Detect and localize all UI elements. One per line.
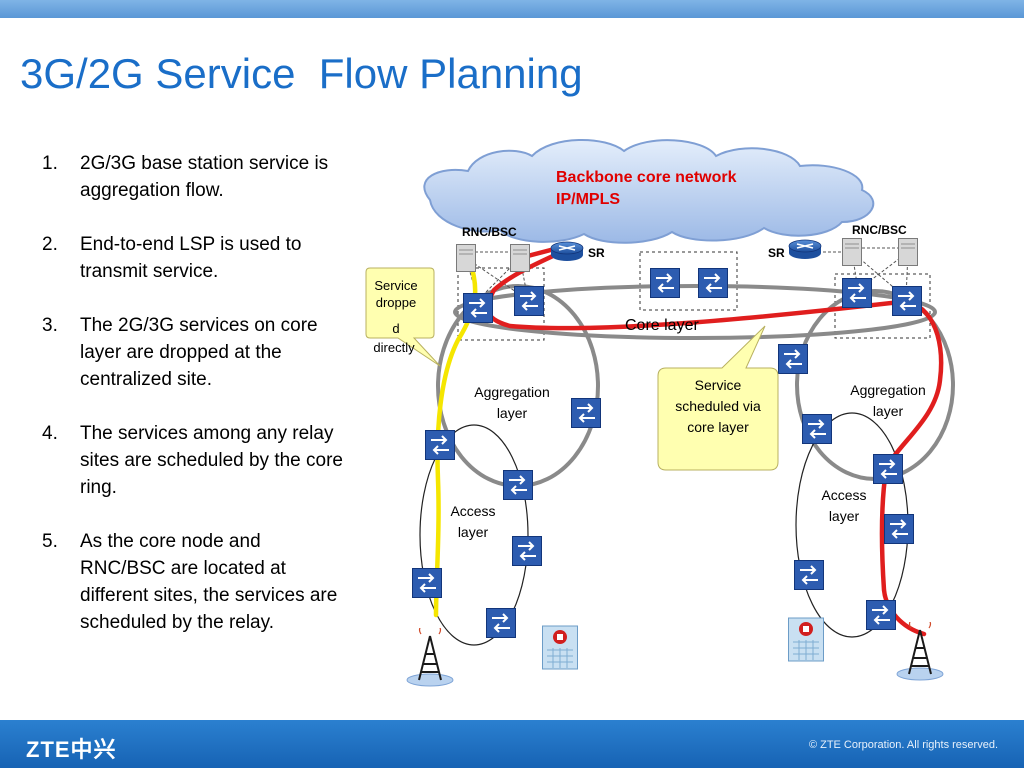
access-layer-label-right-2: layer: [829, 508, 860, 524]
left-site-box: [457, 267, 545, 341]
aggregation-layer-label-left: Aggregation: [474, 384, 550, 400]
aggregation-layer-label-left-2: layer: [497, 405, 528, 421]
switch-icon: [842, 278, 872, 308]
top-band: [0, 0, 1024, 18]
switch-icon: [884, 514, 914, 544]
copyright-text: © ZTE Corporation. All rights reserved.: [808, 739, 998, 751]
list-number: 2.: [42, 234, 58, 255]
footer-bar: ZTE中兴 © ZTE Corporation. All rights rese…: [0, 720, 1024, 768]
building-icon: [788, 617, 824, 662]
callout-scheduled-line: core layer: [687, 419, 749, 435]
core-site-box: [639, 251, 738, 311]
access-layer-label-left-2: layer: [458, 524, 489, 540]
switch-icon: [698, 268, 728, 298]
aggregation-layer-label-right: Aggregation: [850, 382, 926, 398]
zte-logo: ZTE中兴: [26, 737, 117, 762]
sr-router-icon: [788, 239, 822, 260]
callout-scheduled-line: Service: [695, 377, 742, 393]
sr-label-right: SR: [768, 246, 785, 260]
switch-icon: [794, 560, 824, 590]
switch-icon: [425, 430, 455, 460]
callout-service-scheduled: Service scheduled via core layer: [657, 325, 779, 471]
switch-icon: [412, 568, 442, 598]
callout-dropped-line: Service: [374, 278, 417, 293]
rnc-bsc-label-right: RNC/BSC: [852, 223, 907, 237]
switch-icon: [503, 470, 533, 500]
list-text: The 2G/3G services on core layer are dro…: [80, 315, 318, 390]
switch-icon: [650, 268, 680, 298]
backbone-label: Backbone core network: [556, 169, 737, 186]
list-number: 5.: [42, 531, 58, 552]
switch-icon: [463, 293, 493, 323]
aggregation-layer-label-right-2: layer: [873, 403, 904, 419]
core-layer-label: Core layer: [625, 317, 699, 334]
switch-icon: [892, 286, 922, 316]
sr-router-icon: [550, 241, 584, 262]
rnc-bsc-server-icon: [898, 238, 918, 266]
switch-icon: [571, 398, 601, 428]
switch-icon: [486, 608, 516, 638]
list-text: End-to-end LSP is used to transmit servi…: [80, 234, 302, 282]
switch-icon: [778, 344, 808, 374]
backbone-cloud: [423, 138, 875, 244]
access-layer-label-left: Access: [450, 503, 495, 519]
building-icon: [542, 625, 578, 670]
callout-dropped-line: d: [392, 321, 399, 336]
network-diagram: Backbone core network IP/MPLS: [365, 138, 955, 687]
backbone-protocol-label: IP/MPLS: [556, 191, 620, 208]
list-item: 5. As the core node and RNC/BSC are locat…: [42, 528, 348, 636]
list-item: 3. The 2G/3G services on core layer are d…: [42, 312, 348, 393]
steps-list: 1. 2G/3G base station service is aggregat…: [42, 150, 348, 663]
rnc-bsc-server-icon: [456, 244, 476, 272]
rnc-bsc-server-icon: [842, 238, 862, 266]
list-item: 1. 2G/3G base station service is aggregat…: [42, 150, 348, 204]
page-title: 3G/2G Service Flow Planning: [20, 50, 583, 97]
access-layer-label-right: Access: [821, 487, 866, 503]
list-number: 3.: [42, 315, 58, 336]
callout-service-dropped: Service droppe d directly: [365, 267, 441, 367]
list-text: As the core node and RNC/BSC are located…: [80, 531, 338, 633]
list-number: 4.: [42, 423, 58, 444]
callout-scheduled-line: scheduled via: [675, 398, 761, 414]
list-text: The services among any relay sites are s…: [80, 423, 343, 498]
list-text: 2G/3G base station service is aggregatio…: [80, 153, 329, 201]
list-number: 1.: [42, 153, 58, 174]
switch-icon: [802, 414, 832, 444]
sr-label-left: SR: [588, 246, 605, 260]
switch-icon: [514, 286, 544, 316]
rnc-bsc-label-left: RNC/BSC: [462, 225, 517, 239]
base-station-tower-icon: [896, 622, 944, 681]
switch-icon: [873, 454, 903, 484]
left-access-ring: [419, 424, 529, 646]
callout-dropped-line: droppe: [376, 295, 416, 310]
rnc-bsc-server-icon: [510, 244, 530, 272]
core-ring: [453, 284, 937, 340]
callout-dropped-line: directly: [373, 340, 415, 355]
base-station-tower-icon: [406, 628, 454, 687]
switch-icon: [866, 600, 896, 630]
list-item: 2. End-to-end LSP is used to transmit ser…: [42, 231, 348, 285]
list-item: 4. The services among any relay sites are…: [42, 420, 348, 501]
switch-icon: [512, 536, 542, 566]
